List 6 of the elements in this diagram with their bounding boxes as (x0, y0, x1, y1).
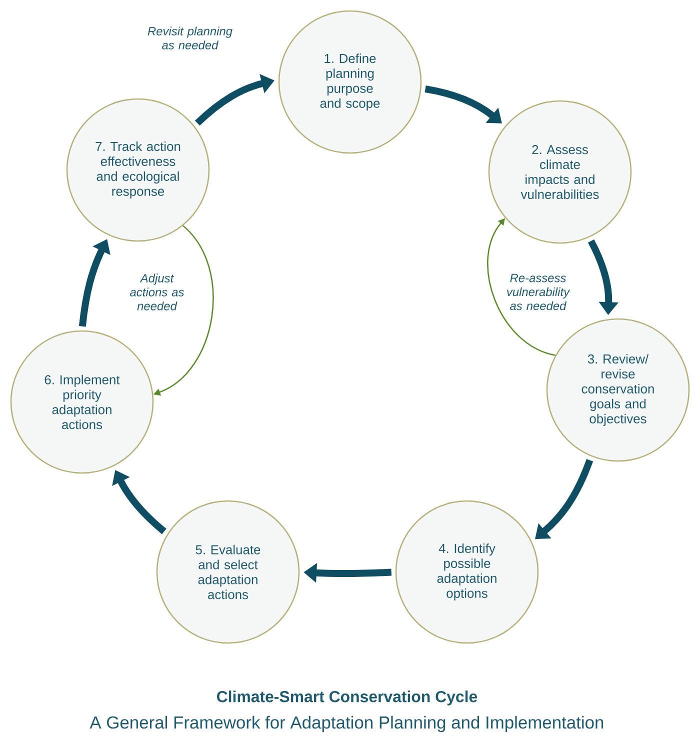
arrow (424, 85, 502, 124)
caption: A General Framework for Adaptation Planning and Implementation (90, 716, 604, 732)
title: Climate-Smart Conservation Cycle (217, 690, 478, 706)
edge-label: Revisit planning as needed (139, 26, 241, 50)
edge-label: Adjust actions as needed (120, 272, 194, 312)
edge-label: Re-assess vulnerability as needed (501, 272, 575, 312)
